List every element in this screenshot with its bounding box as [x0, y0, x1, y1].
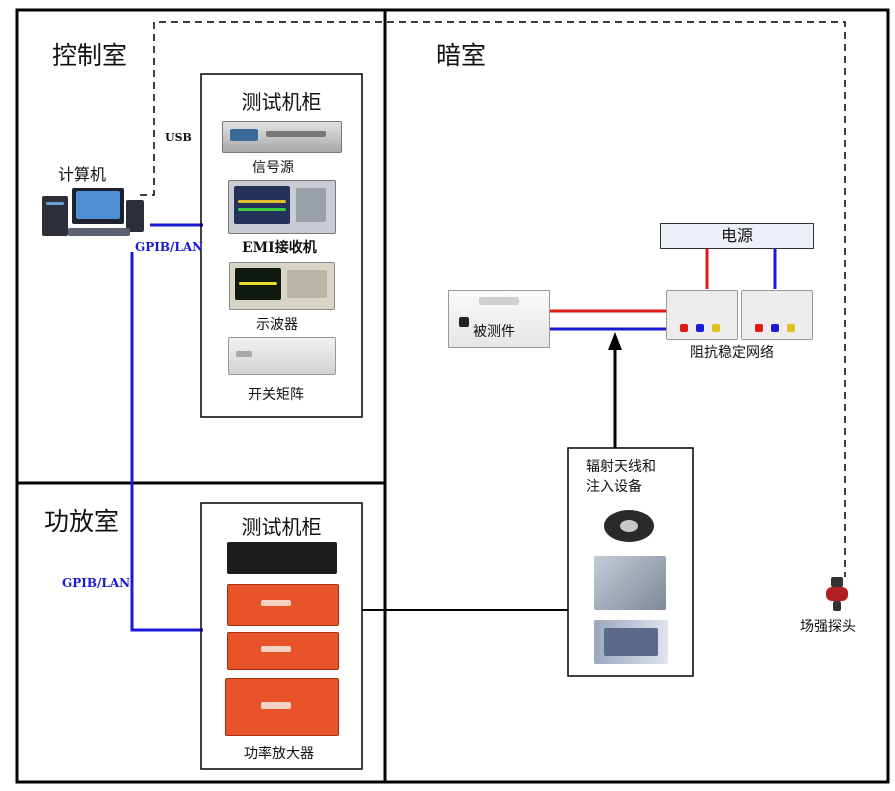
amp-unit-black: [227, 542, 337, 574]
amp-unit-1: [227, 584, 339, 626]
computer-icon: [42, 186, 148, 242]
dut-label: 被测件: [473, 324, 515, 340]
amp-unit-3: [225, 678, 339, 736]
power-supply-box: 电源: [660, 223, 814, 249]
amp-room-title: 功放室: [44, 507, 120, 536]
lisn-label: 阻抗稳定网络: [690, 345, 774, 361]
emi-receiver-device: [228, 180, 336, 234]
lisn-unit-2: [741, 290, 813, 340]
amp-cabinet-title: 测试机柜: [241, 515, 322, 539]
oscilloscope-label: 示波器: [256, 317, 298, 333]
gpib-label-left: GPIB/LAN: [62, 576, 131, 590]
signal-source-label: 信号源: [252, 160, 294, 176]
usb-label: USB: [165, 131, 192, 144]
amp-unit-2: [227, 632, 339, 670]
power-amplifier-label: 功率放大器: [244, 746, 314, 762]
computer-label: 计算机: [58, 165, 107, 184]
lisn-unit-1: [666, 290, 738, 340]
oscilloscope-device: [229, 262, 335, 310]
dark-room-title: 暗室: [436, 41, 487, 70]
control-cabinet: 测试机柜: [201, 74, 362, 417]
horn-antenna-icon: [594, 556, 666, 610]
antenna-title-line1: 辐射天线和: [586, 459, 656, 475]
switch-matrix-device: [228, 337, 336, 375]
amp-cabinet: 测试机柜: [201, 503, 362, 769]
antenna-title-line2: 注入设备: [586, 479, 642, 495]
emi-receiver-label: EMI接收机: [242, 240, 317, 256]
gpib-label-top: GPIB/LAN: [135, 240, 204, 254]
dut-box: 被测件: [448, 290, 550, 348]
field-probe-icon: [822, 577, 852, 611]
control-room-title: 控制室: [52, 41, 128, 70]
control-cabinet-title: 测试机柜: [241, 90, 322, 114]
signal-source-device: [222, 121, 342, 153]
injection-clamp-icon: [598, 506, 660, 546]
switch-matrix-label: 开关矩阵: [248, 387, 304, 403]
field-probe-label: 场强探头: [800, 619, 856, 635]
log-periodic-antenna-icon: [594, 620, 668, 664]
